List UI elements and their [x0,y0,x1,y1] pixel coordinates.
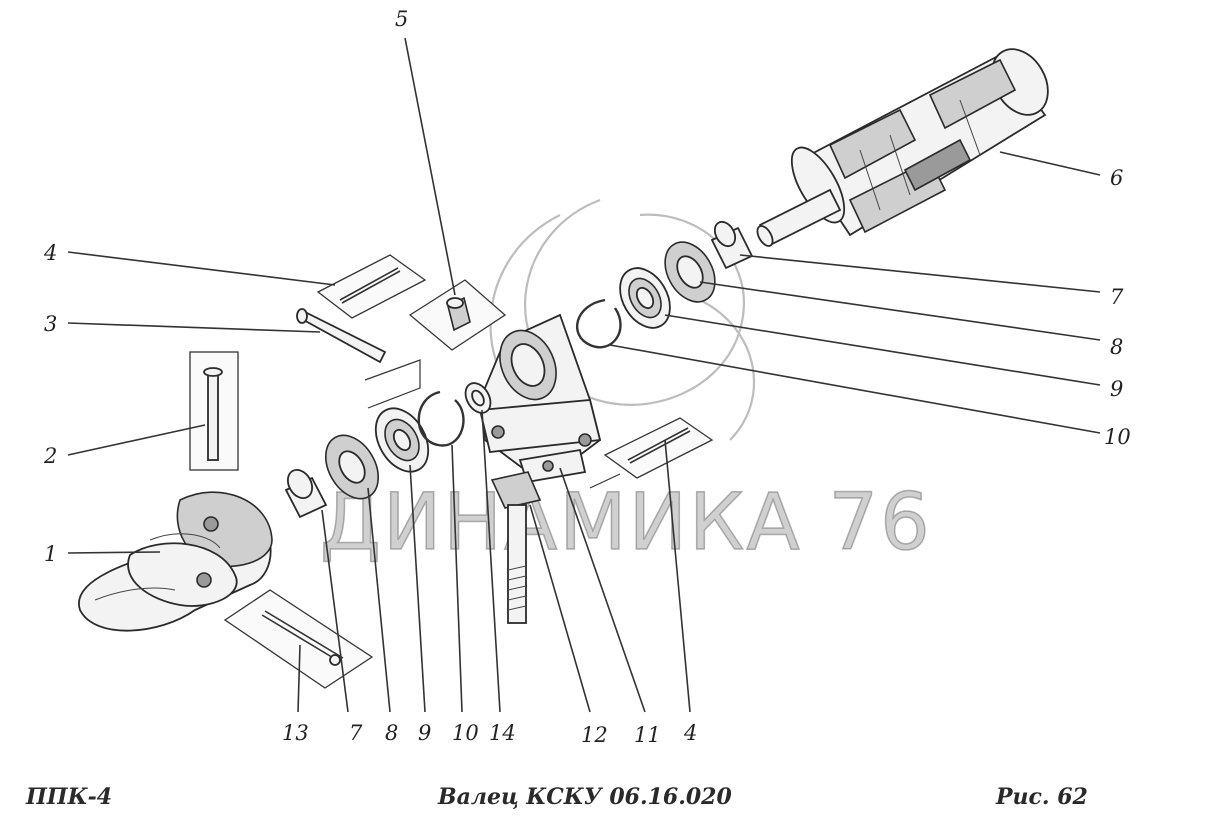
callout-1: 1 [44,542,57,566]
exploded-assembly-drawing: 5 6 4 3 7 8 9 10 2 1 13 7 8 9 10 14 12 1… [43,7,1131,747]
leader-7-bottom [321,509,349,713]
part-bearing-left [374,407,430,473]
part-snap-ring-left [417,390,465,447]
part-bearing-right [619,267,671,329]
watermark: ДИНАМИКА 76 [319,477,932,569]
callout-5: 5 [395,7,408,31]
part-axle-pin [296,308,421,409]
callout-7-right: 7 [1110,285,1124,309]
part-snap-ring-right [575,298,622,349]
leader-8-bottom [367,487,391,713]
footer-figure-number: Рис. 62 [996,784,1088,810]
part-grease-fitting [408,279,507,351]
leader-4-left [67,251,336,286]
part-mounting-bolt [490,471,542,624]
part-bushing [464,382,492,414]
leader-2 [67,424,206,456]
callout-13: 13 [282,721,309,745]
leader-9-bottom [409,464,426,713]
callout-11: 11 [634,723,661,747]
callout-9-bottom: 9 [418,721,431,745]
part-sleeve-right [710,220,754,270]
callout-9-right: 9 [1110,377,1123,401]
part-bolt-tag [189,351,239,471]
callout-8-bottom: 8 [385,721,398,745]
part-seal-left [325,434,379,500]
callout-14: 14 [489,721,516,745]
callout-12: 12 [581,723,608,747]
part-cotter-pin-tag-right [589,417,714,489]
leader-1 [67,551,161,554]
callout-3: 3 [44,312,57,336]
part-crank-lever [78,491,273,632]
callout-2: 2 [43,444,57,468]
leader-10-bottom [451,444,463,713]
leader-12 [529,504,591,713]
leader-lines [67,37,1101,713]
part-roller-shaft [756,48,1049,247]
leader-6 [999,151,1101,176]
leader-14 [481,409,501,713]
callout-6: 6 [1110,166,1123,190]
leader-13 [297,644,301,713]
callout-4-left: 4 [43,241,57,265]
callout-8-right: 8 [1110,335,1123,359]
leader-9-right [664,314,1101,386]
callout-7-bottom: 7 [349,721,363,745]
footer-model: ППК-4 [26,784,113,810]
callout-labels: 5 6 4 3 7 8 9 10 2 1 13 7 8 9 10 14 12 1… [43,7,1131,747]
leader-5 [404,37,456,296]
footer-title: Валец КСКУ 06.16.020 [438,784,732,810]
part-sleeve-left [284,468,328,519]
leader-3 [67,322,321,333]
part-cotter-pin-tag-top [316,254,427,319]
part-seal-right [664,241,716,303]
part-pin-tag-bottom [223,589,374,689]
leader-7-right [739,254,1101,293]
callout-4-bottom: 4 [683,721,697,745]
callout-10-right: 10 [1104,425,1131,449]
callout-10-bottom: 10 [452,721,479,745]
leader-10-right [609,344,1101,434]
leader-11 [559,467,646,713]
leader-8-right [699,281,1101,341]
leader-4-bottom [664,439,691,713]
